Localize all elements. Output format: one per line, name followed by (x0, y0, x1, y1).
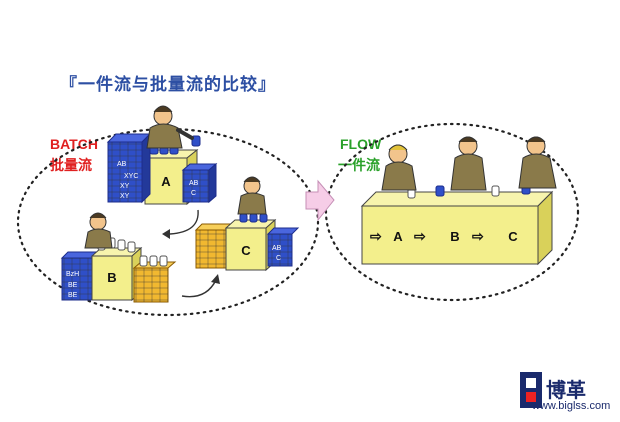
svg-text:AB: AB (189, 180, 199, 187)
logo-text: 博革 (546, 378, 586, 402)
logo-url: www.biglss.com (532, 400, 611, 412)
batch-label-en: BATCH (50, 136, 98, 152)
batch-station-c: C AB C (194, 176, 300, 272)
batch-arrow-b-to-c (181, 279, 217, 298)
transition-arrow-icon (305, 179, 335, 222)
batch-arrow-a-to-b (169, 209, 199, 235)
flow-label-en: FLOW (340, 136, 382, 152)
station-a-label: A (161, 174, 171, 189)
diagram-title: 『一件流与批量流的比较』 (60, 75, 276, 95)
svg-text:⇨: ⇨ (414, 228, 426, 244)
svg-text:XYC: XYC (124, 173, 138, 180)
flow-step-c: C (508, 229, 518, 244)
flow-step-b: B (450, 229, 459, 244)
flow-line: ⇨ A ⇨ B ⇨ C (360, 136, 557, 266)
svg-text:AB: AB (272, 245, 282, 252)
svg-text:BzH: BzH (66, 271, 79, 278)
batch-station-b: B BzH BE BE (60, 212, 177, 303)
flow-label-cn: 一件流 (338, 158, 380, 174)
station-b-label: B (107, 270, 116, 285)
batch-label-cn: 批量流 (50, 158, 92, 174)
svg-text:⇨: ⇨ (472, 228, 484, 244)
svg-text:C: C (191, 190, 196, 197)
logo-icon (520, 372, 542, 408)
svg-text:⇨: ⇨ (370, 228, 382, 244)
svg-text:AB: AB (117, 161, 127, 168)
svg-text:XY: XY (120, 193, 130, 200)
svg-text:XY: XY (120, 183, 130, 190)
batch-station-a: A AB XYC XY XY AB C (106, 105, 218, 206)
flow-step-a: A (393, 229, 403, 244)
station-c-label: C (241, 243, 251, 258)
flow-boundary (324, 122, 580, 302)
svg-text:BE: BE (68, 292, 78, 299)
svg-text:C: C (276, 255, 281, 262)
svg-text:BE: BE (68, 282, 78, 289)
